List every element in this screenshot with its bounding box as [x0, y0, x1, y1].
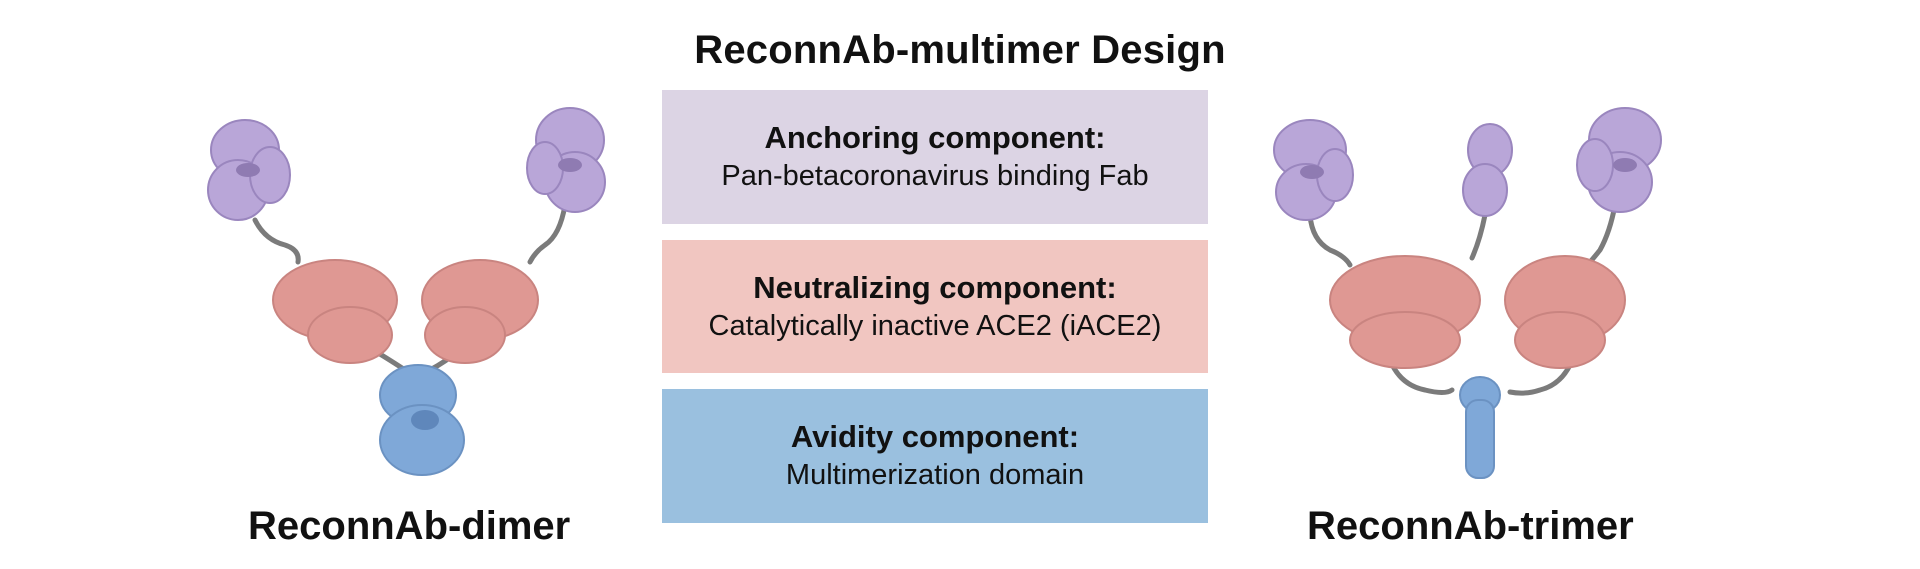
trimer-linker-middle-upper	[1469, 212, 1488, 261]
anchoring-component-description: Pan-betacoronavirus binding Fab	[721, 160, 1149, 192]
neutralizing-component-heading: Neutralizing component:	[753, 269, 1117, 305]
trimer-fab-left	[1273, 119, 1354, 221]
reconnab-dimer-structure	[207, 107, 606, 476]
dimer-ace2-right	[421, 259, 539, 364]
trimer-fab-right	[1576, 107, 1662, 213]
diagram-title: ReconnAb-multimer Design	[694, 28, 1226, 72]
trimer-linker-right-lower	[1507, 362, 1573, 396]
trimer-ace2-left	[1329, 255, 1481, 369]
dimer-fab-right	[526, 107, 606, 213]
dimer-fab-left	[207, 119, 291, 221]
neutralizing-component-description: Catalytically inactive ACE2 (iACE2)	[708, 309, 1162, 342]
dimer-multimerization-domain	[379, 364, 465, 476]
dimer-linker-right-upper	[527, 202, 568, 265]
trimer-fab-middle	[1462, 123, 1513, 217]
trimer-linker-left-lower	[1387, 357, 1455, 395]
reconnab-trimer-structure	[1273, 107, 1662, 479]
dimer-linker-left-upper	[252, 217, 301, 265]
trimer-caption: ReconnAb-trimer	[1307, 504, 1634, 548]
trimer-ace2-right	[1504, 255, 1626, 369]
avidity-component-box: Avidity component: Multimerization domai…	[662, 389, 1208, 523]
dimer-ace2-left	[272, 259, 398, 364]
trimer-linker-right-upper	[1582, 202, 1618, 271]
avidity-component-heading: Avidity component:	[790, 419, 1080, 454]
avidity-component-description: Multimerization domain	[785, 459, 1085, 491]
anchoring-component-heading: Anchoring component:	[764, 120, 1106, 155]
trimer-linker-left-upper	[1307, 212, 1353, 268]
neutralizing-component-box: Neutralizing component: Catalytically in…	[662, 240, 1208, 373]
anchoring-component-box: Anchoring component: Pan-betacoronavirus…	[662, 90, 1208, 224]
dimer-caption: ReconnAb-dimer	[248, 504, 571, 548]
trimer-multimerization-domain	[1459, 376, 1501, 479]
